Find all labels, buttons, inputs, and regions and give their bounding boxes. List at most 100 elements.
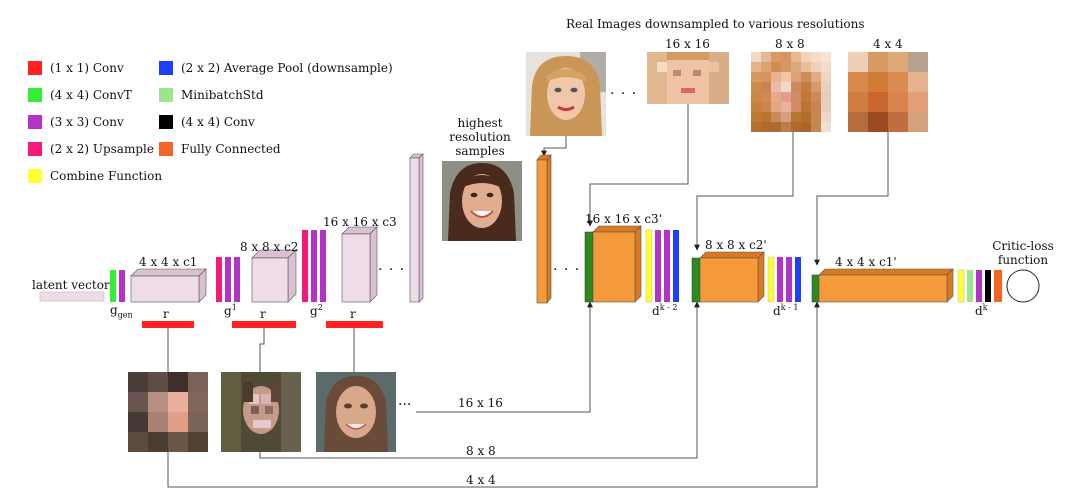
pixel-cell bbox=[751, 122, 761, 132]
pixel-cell bbox=[168, 412, 188, 432]
critic-input-layer bbox=[536, 154, 552, 304]
real-highres-image bbox=[526, 52, 606, 136]
pixel-cell bbox=[761, 82, 771, 92]
legend-item-1x1-conv: (1 x 1) Conv bbox=[28, 61, 124, 75]
generated-8x8-image bbox=[221, 372, 301, 452]
pixel-cell bbox=[801, 52, 811, 62]
pixel-cell bbox=[791, 102, 801, 112]
r2-down-line bbox=[259, 328, 265, 372]
g-gen-convt-layer bbox=[110, 270, 116, 302]
pixel-cell bbox=[908, 52, 928, 72]
pixel-cell bbox=[821, 72, 831, 82]
real16-to-critic-block1-line bbox=[587, 104, 689, 227]
pixel-cell bbox=[781, 102, 791, 112]
pixel-cell bbox=[771, 112, 781, 122]
pixel-cell bbox=[908, 72, 928, 92]
critic-block-2-label: 8 x 8 x c2' bbox=[705, 238, 767, 252]
gen4-to-critic-line bbox=[167, 301, 820, 488]
real-res-16-label: 16 x 16 bbox=[665, 37, 710, 51]
pixel-cell bbox=[771, 122, 781, 132]
pixel-cell bbox=[821, 82, 831, 92]
pixel-cell bbox=[821, 122, 831, 132]
pixel-cell bbox=[848, 72, 868, 92]
pixel-cell bbox=[771, 102, 781, 112]
gen-block-2-label: 8 x 8 x c2 bbox=[240, 240, 299, 254]
gen-block-3-label: 16 x 16 x c3 bbox=[323, 215, 397, 229]
legend-label: (4 x 4) ConvT bbox=[50, 88, 132, 102]
r1-label: r bbox=[163, 307, 169, 321]
pixel-cell bbox=[888, 112, 908, 132]
pixel-cell bbox=[771, 72, 781, 82]
pixel-cell bbox=[128, 392, 148, 412]
path-8-label: 8 x 8 bbox=[466, 444, 496, 458]
pixel-cell bbox=[848, 92, 868, 112]
pixel-cell bbox=[148, 412, 168, 432]
pixel-cell bbox=[148, 432, 168, 452]
pixel-cell bbox=[811, 62, 821, 72]
pixel-cell bbox=[801, 72, 811, 82]
pixel-cell bbox=[188, 432, 208, 452]
pixel-cell bbox=[791, 112, 801, 122]
legend-item-fully-connected: Fully Connected bbox=[159, 142, 281, 156]
generated-16x16-image bbox=[316, 372, 396, 452]
real-res-4-label: 4 x 4 bbox=[873, 37, 903, 51]
pixel-cell bbox=[821, 52, 831, 62]
connector-lines bbox=[167, 104, 889, 488]
pixel-cell bbox=[781, 82, 791, 92]
critic-block-1-label: 16 x 16 x c3' bbox=[585, 212, 662, 226]
g2-label: g2 bbox=[310, 303, 323, 318]
pixel-cell bbox=[811, 122, 821, 132]
pixel-cell bbox=[908, 112, 928, 132]
legend-swatch bbox=[28, 169, 42, 183]
critic-loss-circle bbox=[1006, 269, 1040, 303]
real-images-ellipsis: . . . bbox=[610, 82, 638, 98]
pixel-cell bbox=[148, 392, 168, 412]
pixel-cell bbox=[761, 92, 771, 102]
legend-label: Fully Connected bbox=[181, 142, 281, 156]
pixel-cell bbox=[781, 92, 791, 102]
critic-loss-label: Critic-loss function bbox=[992, 239, 1054, 267]
pixel-cell bbox=[801, 82, 811, 92]
pixel-cell bbox=[771, 62, 781, 72]
g-gen-conv-layer bbox=[119, 270, 125, 302]
gen-ellipsis: . . . bbox=[378, 258, 406, 274]
pixel-cell bbox=[811, 82, 821, 92]
legend-label: (1 x 1) Conv bbox=[50, 61, 124, 75]
pixel-cell bbox=[781, 62, 791, 72]
pixel-cell bbox=[128, 432, 148, 452]
r3-conv-bar bbox=[326, 321, 383, 328]
pixel-cell bbox=[751, 102, 761, 112]
gen-block-1 bbox=[130, 268, 207, 303]
latent-vector-label: latent vector bbox=[32, 278, 110, 292]
highest-resolution-sample-image bbox=[442, 161, 522, 241]
pixel-cell bbox=[801, 122, 811, 132]
pixel-cell bbox=[188, 392, 208, 412]
legend-label: MinibatchStd bbox=[181, 88, 264, 102]
pixel-cell bbox=[148, 372, 168, 392]
legend-item-avg-pool: (2 x 2) Average Pool (downsample) bbox=[159, 61, 393, 75]
dk1-layers bbox=[767, 256, 801, 303]
g1-layers bbox=[216, 257, 240, 302]
pixel-cell bbox=[781, 122, 791, 132]
critic-block-2 bbox=[691, 251, 765, 303]
pixel-cell bbox=[771, 52, 781, 62]
r2-conv-bar bbox=[232, 321, 296, 328]
gen-block-1-label: 4 x 4 x c1 bbox=[139, 255, 198, 269]
pixel-cell bbox=[868, 92, 888, 112]
real8-to-critic-block2-line bbox=[694, 104, 794, 251]
g-gen-label: ggen bbox=[110, 303, 133, 320]
real4-to-critic-block3-line bbox=[814, 104, 889, 266]
path-4-label: 4 x 4 bbox=[466, 473, 496, 487]
critic-block-3 bbox=[811, 268, 954, 303]
legend-label: (3 x 3) Conv bbox=[50, 115, 124, 129]
path-16-label: 16 x 16 bbox=[458, 396, 503, 410]
pixel-cell bbox=[791, 52, 801, 62]
pixel-cell bbox=[811, 72, 821, 82]
legend-item-4x4-conv: (4 x 4) Conv bbox=[159, 115, 255, 129]
pixel-cell bbox=[761, 112, 771, 122]
pixel-cell bbox=[168, 392, 188, 412]
pixel-cell bbox=[168, 372, 188, 392]
real-8x8-image bbox=[751, 52, 831, 132]
pixel-cell bbox=[801, 112, 811, 122]
legend-swatch bbox=[159, 142, 173, 156]
